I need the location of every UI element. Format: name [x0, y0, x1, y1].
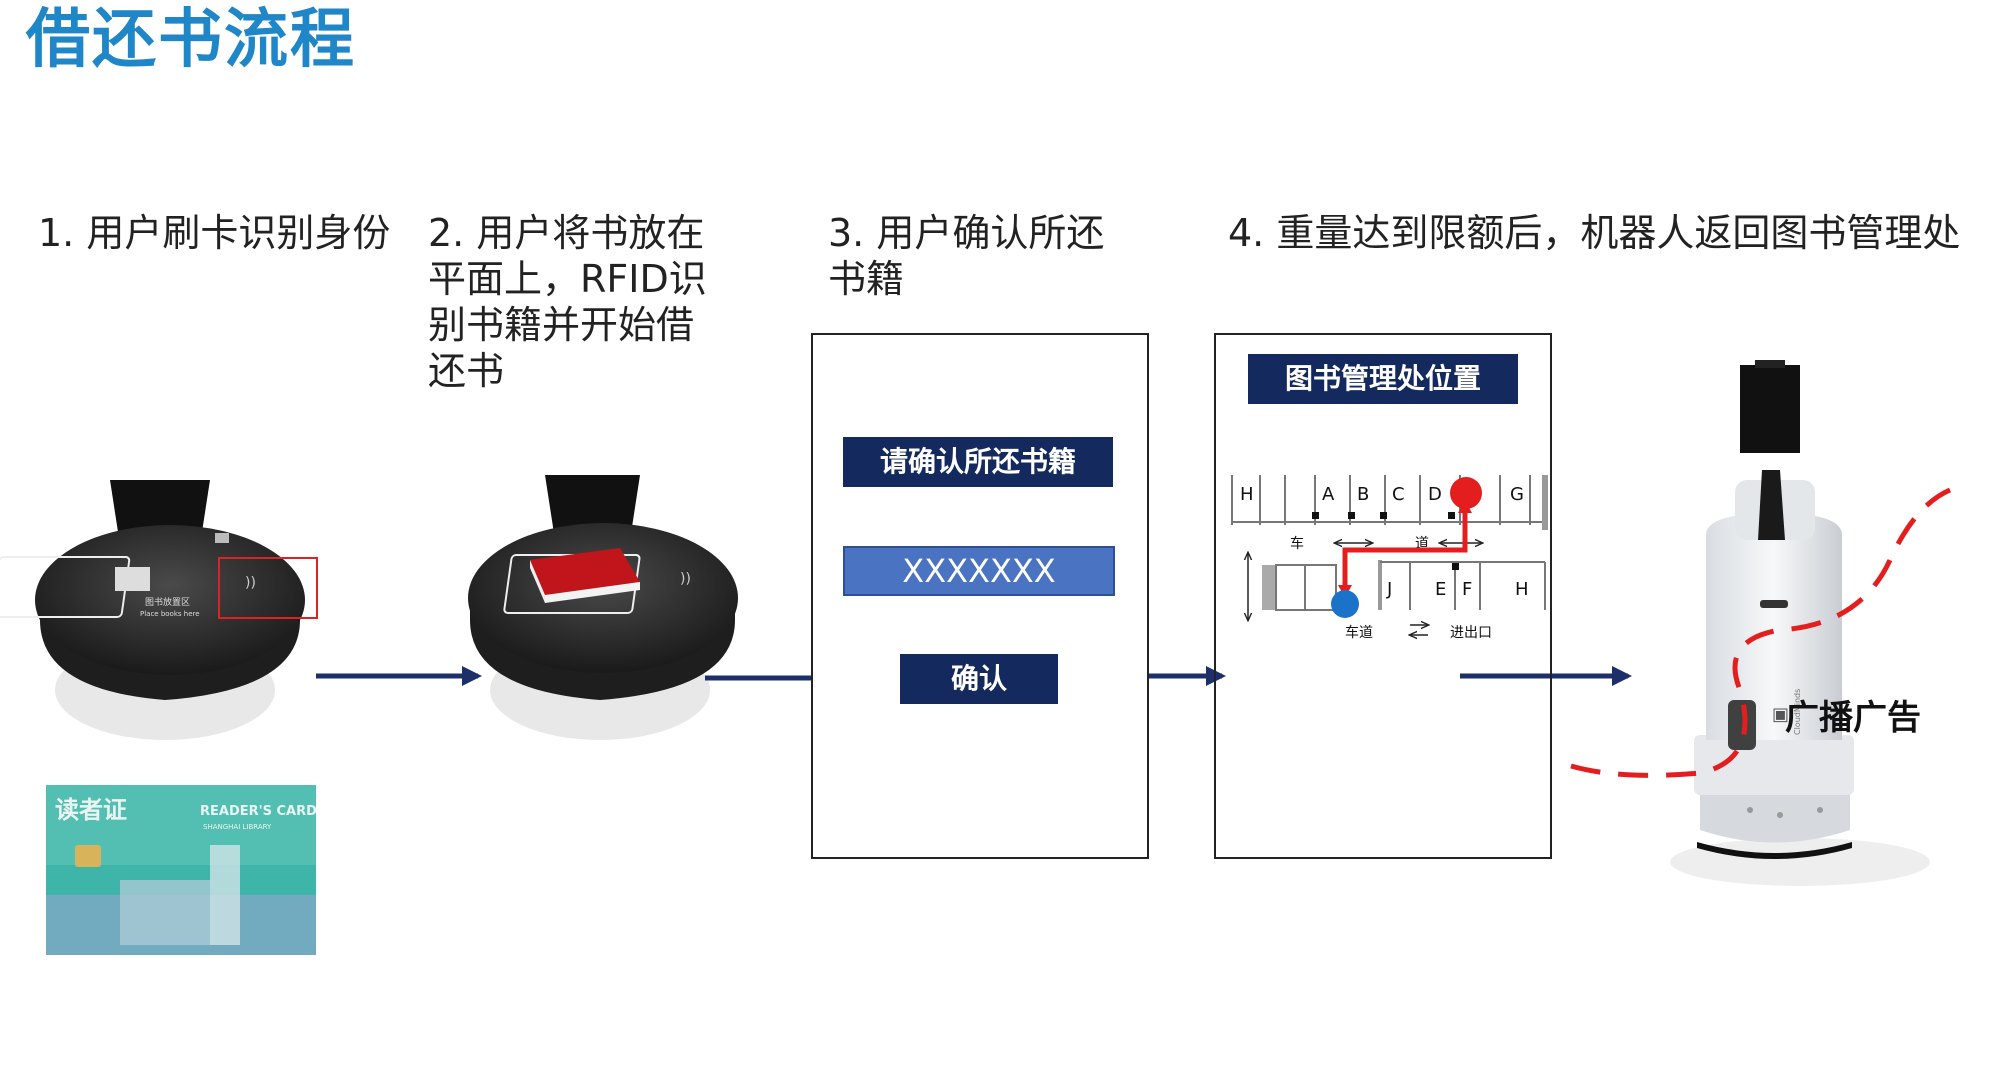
return-device-1: 图书放置区 Place books here )) — [0, 480, 305, 740]
brand-logo-icon: ▣ — [1772, 704, 1789, 725]
step-2-label: 2. 用户将书放在 平面上，RFID识 别书籍并开始借 还书 — [428, 211, 707, 393]
map-label-d: D — [1428, 484, 1442, 505]
card-chip — [75, 845, 101, 867]
card-title-cn: 读者证 — [55, 796, 127, 824]
card-title-en: READER'S CARD — [200, 804, 317, 819]
page-title: 借还书流程 — [26, 3, 356, 77]
confirm-button[interactable]: 确认 — [900, 654, 1058, 704]
map-label-c: C — [1392, 484, 1405, 505]
map-label-a: A — [1322, 484, 1335, 505]
books-icon — [115, 567, 150, 591]
book-icon — [530, 548, 640, 595]
confirm-heading: 请确认所还书籍 — [843, 437, 1113, 487]
rfid-icon-2: )) — [680, 571, 691, 587]
map-label-g: G — [1510, 484, 1524, 505]
card-subtitle: SHANGHAI LIBRARY — [203, 823, 272, 831]
robot: ▣ CloudMinds — [1670, 360, 1930, 886]
map-label-h-bottom: H — [1515, 579, 1529, 600]
book-id-field[interactable]: XXXXXXX — [843, 546, 1115, 596]
reader-card: 读者证 READER'S CARD SHANGHAI LIBRARY — [46, 785, 317, 955]
map-label-h-top: H — [1240, 484, 1254, 505]
pad-zone-label-en: Place books here — [140, 610, 200, 618]
return-device-2: )) — [468, 475, 738, 740]
confirm-screen-panel — [811, 333, 1149, 859]
pad-zone-label: 图书放置区 — [145, 596, 190, 608]
map-label-exit: 进出口 — [1450, 625, 1492, 641]
robot-screen — [1740, 365, 1800, 453]
map-label-f: F — [1462, 579, 1472, 600]
robot-brand: CloudMinds — [1793, 689, 1802, 735]
rfid-icon: )) — [245, 575, 256, 591]
map-label-e: E — [1435, 579, 1446, 600]
map-label-j: J — [1386, 579, 1392, 600]
step-1-label: 1. 用户刷卡识别身份 — [38, 211, 391, 255]
library-map: H A B C D G 车 道 J E F H 车道 进出口 — [1231, 475, 1548, 641]
robot-position-marker — [1331, 590, 1359, 618]
map-route — [1342, 503, 1468, 592]
location-heading: 图书管理处位置 — [1248, 354, 1518, 404]
step-4-label: 4. 重量达到限额后，机器人返回图书管理处 — [1228, 211, 1961, 255]
map-label-lane-bottom: 车道 — [1345, 624, 1373, 641]
broadcast-label: 广播广告 — [1785, 698, 1921, 738]
rfid-highlight — [218, 557, 318, 619]
map-screen-panel — [1214, 333, 1552, 859]
destination-marker — [1450, 477, 1482, 509]
map-label-lane-left: 车 — [1290, 535, 1304, 552]
map-label-b: B — [1357, 484, 1369, 505]
step-3-label: 3. 用户确认所还 书籍 — [828, 211, 1105, 301]
robot-route-dashed — [1570, 487, 1952, 778]
